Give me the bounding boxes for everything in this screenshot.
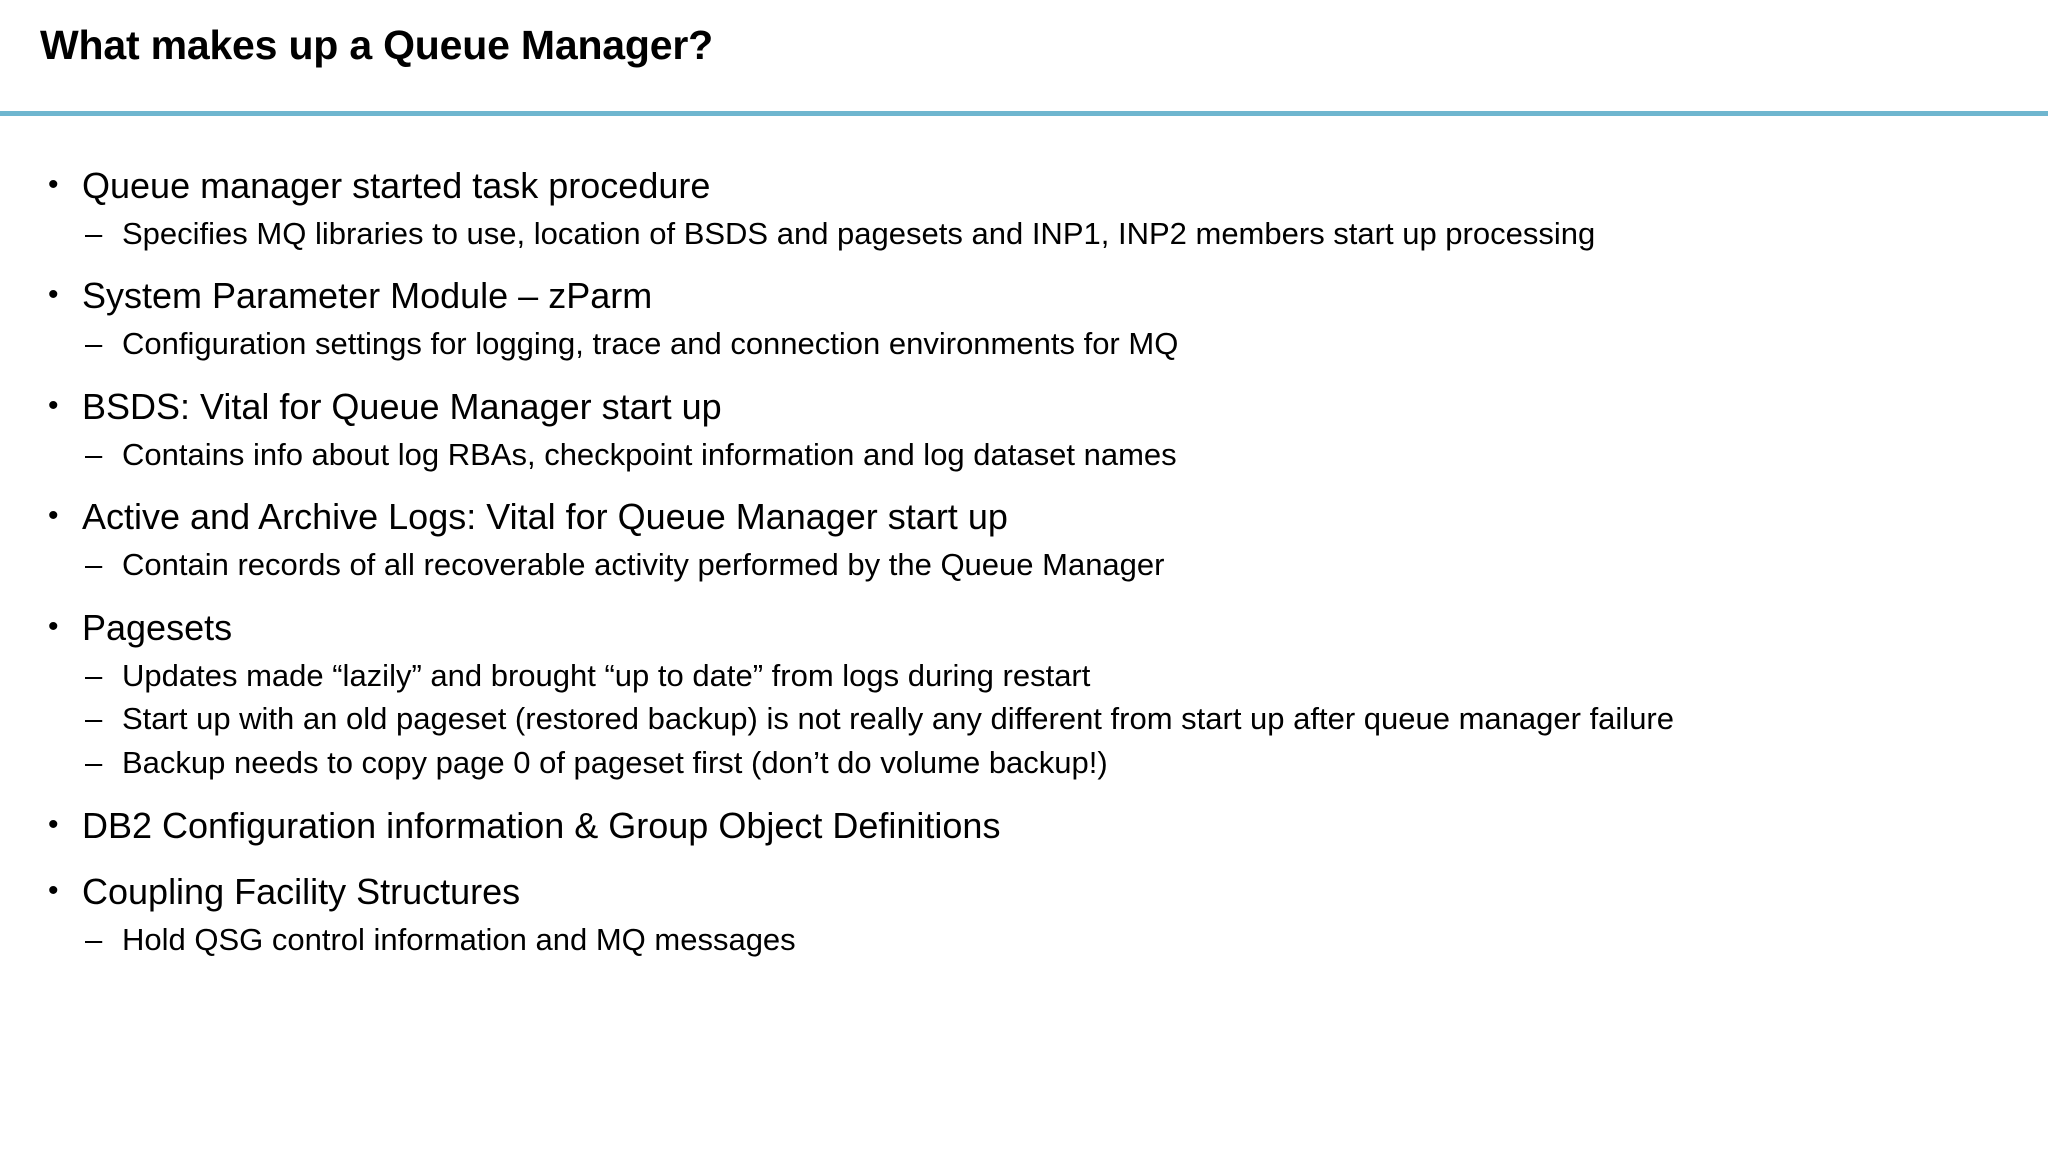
bullet-group: • DB2 Configuration information & Group … xyxy=(40,803,2030,850)
dash-icon: – xyxy=(85,436,103,472)
sub-bullet-item: – Contains info about log RBAs, checkpoi… xyxy=(40,435,2030,475)
dash-icon: – xyxy=(85,922,103,958)
sub-bullet-label: Contains info about log RBAs, checkpoint… xyxy=(122,436,1177,472)
sub-bullet-list: – Configuration settings for logging, tr… xyxy=(40,324,2030,364)
sub-bullet-label: Backup needs to copy page 0 of pageset f… xyxy=(122,745,1108,781)
sub-bullet-label: Start up with an old pageset (restored b… xyxy=(122,701,1674,737)
bullet-label: BSDS: Vital for Queue Manager start up xyxy=(82,385,722,427)
dash-icon: – xyxy=(85,547,103,583)
sub-bullet-list: – Hold QSG control information and MQ me… xyxy=(40,920,2030,960)
dash-icon: – xyxy=(85,215,103,251)
sub-bullet-list: – Contains info about log RBAs, checkpoi… xyxy=(40,435,2030,475)
sub-bullet-item: – Configuration settings for logging, tr… xyxy=(40,324,2030,364)
bullet-group: • BSDS: Vital for Queue Manager start up… xyxy=(40,384,2030,474)
bullet-dot-icon: • xyxy=(48,168,59,201)
bullet-label: Coupling Facility Structures xyxy=(82,871,521,913)
bullet-item: • Queue manager started task procedure xyxy=(40,163,2030,210)
dash-icon: – xyxy=(85,745,103,781)
bullet-dot-icon: • xyxy=(48,278,59,312)
sub-bullet-item: – Contain records of all recoverable act… xyxy=(40,545,2030,585)
sub-bullet-list: – Contain records of all recoverable act… xyxy=(40,545,2030,585)
bullet-dot-icon: • xyxy=(48,609,59,643)
sub-bullet-label: Updates made “lazily” and brought “up to… xyxy=(122,657,1091,693)
bullet-item: • Coupling Facility Structures xyxy=(40,869,2030,916)
dash-icon: – xyxy=(85,657,103,693)
slide-body: • Queue manager started task procedure –… xyxy=(40,163,2030,966)
title-divider-rule xyxy=(0,111,2048,116)
bullet-group: • System Parameter Module – zParm – Conf… xyxy=(40,273,2030,363)
sub-bullet-list: – Updates made “lazily” and brought “up … xyxy=(40,656,2030,783)
bullet-label: System Parameter Module – zParm xyxy=(82,275,653,317)
bullet-dot-icon: • xyxy=(48,807,59,841)
bullet-label: Pagesets xyxy=(82,606,233,648)
bullet-item: • Active and Archive Logs: Vital for Que… xyxy=(40,494,2030,541)
sub-bullet-list: – Specifies MQ libraries to use, locatio… xyxy=(40,214,2030,254)
bullet-label: Queue manager started task procedure xyxy=(82,165,711,206)
bullet-item: • DB2 Configuration information & Group … xyxy=(40,803,2030,850)
sub-bullet-label: Configuration settings for logging, trac… xyxy=(122,326,1179,362)
bullet-label: Active and Archive Logs: Vital for Queue… xyxy=(82,496,1008,538)
sub-bullet-label: Specifies MQ libraries to use, location … xyxy=(122,215,1596,251)
bullet-group: • Queue manager started task procedure –… xyxy=(40,163,2030,253)
dash-icon: – xyxy=(85,701,103,737)
sub-bullet-item: – Updates made “lazily” and brought “up … xyxy=(40,656,2030,696)
sub-bullet-item: – Specifies MQ libraries to use, locatio… xyxy=(40,214,2030,254)
bullet-label: DB2 Configuration information & Group Ob… xyxy=(82,804,1001,846)
sub-bullet-label: Contain records of all recoverable activ… xyxy=(122,547,1165,583)
bullet-group: • Pagesets – Updates made “lazily” and b… xyxy=(40,605,2030,783)
bullet-dot-icon: • xyxy=(48,499,59,533)
bullet-item: • BSDS: Vital for Queue Manager start up xyxy=(40,384,2030,431)
sub-bullet-item: – Start up with an old pageset (restored… xyxy=(40,699,2030,739)
dash-icon: – xyxy=(85,326,103,362)
sub-bullet-item: – Backup needs to copy page 0 of pageset… xyxy=(40,743,2030,783)
bullet-group: • Coupling Facility Structures – Hold QS… xyxy=(40,869,2030,959)
bullet-item: • System Parameter Module – zParm xyxy=(40,273,2030,320)
bullet-item: • Pagesets xyxy=(40,605,2030,652)
sub-bullet-item: – Hold QSG control information and MQ me… xyxy=(40,920,2030,960)
bullet-group: • Active and Archive Logs: Vital for Que… xyxy=(40,494,2030,584)
sub-bullet-label: Hold QSG control information and MQ mess… xyxy=(122,922,796,958)
page-title: What makes up a Queue Manager? xyxy=(40,22,713,68)
bullet-dot-icon: • xyxy=(48,388,59,422)
bullet-dot-icon: • xyxy=(48,874,59,908)
